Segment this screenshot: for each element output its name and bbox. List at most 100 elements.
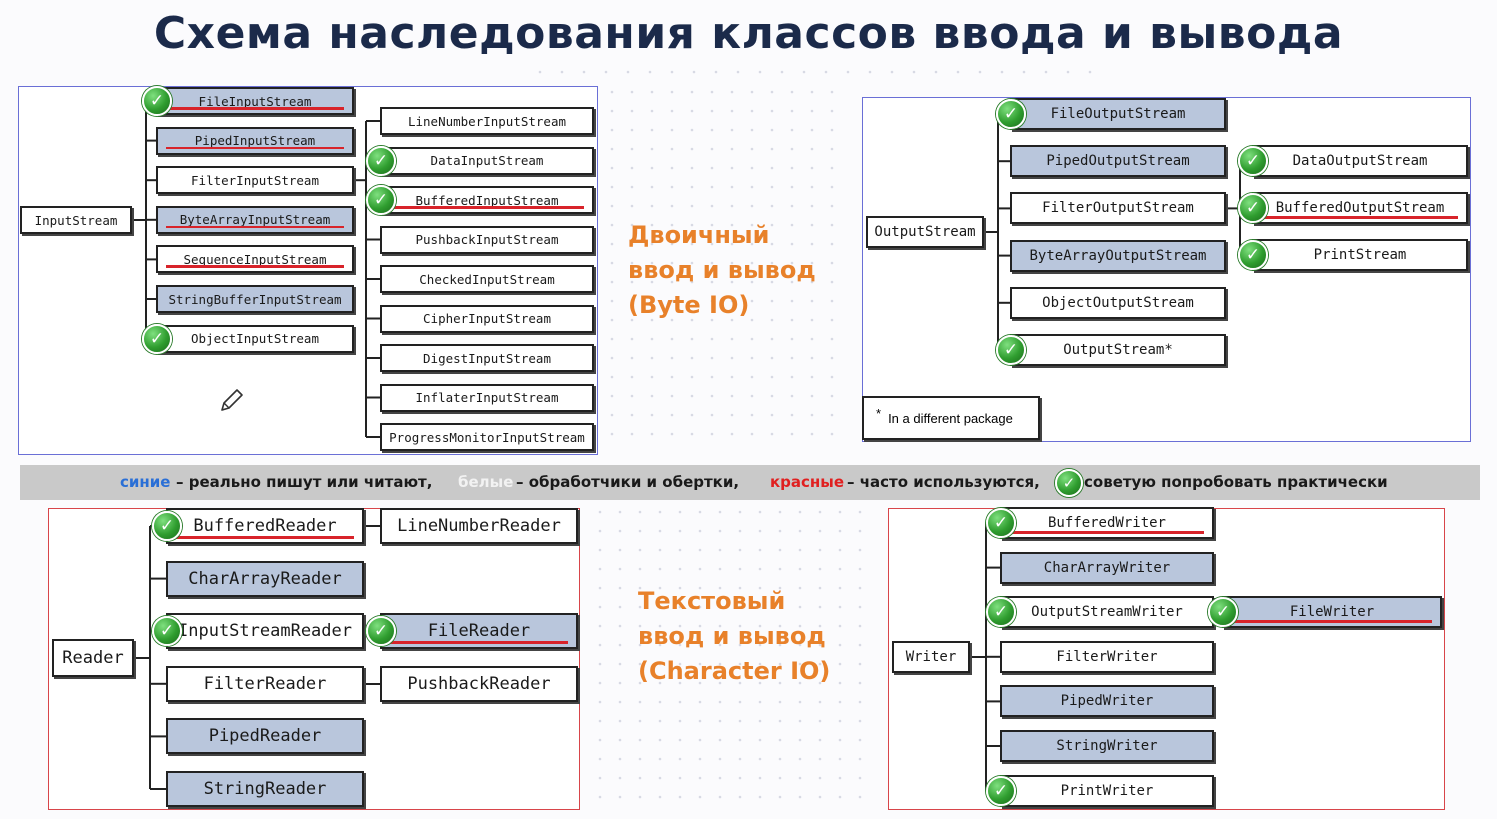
class-node-progress-monitor-input-stream: ProgressMonitorInputStream	[380, 423, 594, 451]
red-underline	[390, 641, 568, 644]
class-node-sequence-input-stream: SequenceInputStream	[156, 245, 354, 274]
class-name: ProgressMonitorInputStream	[389, 429, 585, 445]
class-node-piped-output-stream: PipedOutputStream	[1010, 145, 1226, 178]
class-node-file-reader: FileReader	[380, 613, 578, 649]
char-io-label: Текстовый ввод и вывод (Character IO)	[638, 584, 830, 689]
legend-blue-word: синие	[120, 473, 171, 491]
class-node-input-stream-reader: InputStreamReader	[166, 613, 364, 650]
red-underline	[166, 225, 344, 229]
class-name: StringWriter	[1056, 738, 1158, 754]
red-underline	[176, 536, 354, 539]
class-name: OutputStream*	[1063, 342, 1173, 358]
byte-io-label-line3: (Byte IO)	[628, 291, 750, 319]
class-node-buffered-input-stream: BufferedInputStream	[380, 186, 594, 214]
page-title: Схема наследования классов ввода и вывод…	[153, 8, 1344, 59]
legend-check-icon: ✓	[1055, 469, 1083, 497]
class-node-filter-reader: FilterReader	[166, 665, 364, 702]
check-icon: ✓	[986, 508, 1016, 538]
class-name: OutputStream	[874, 224, 976, 240]
red-underline	[166, 107, 344, 110]
class-name: InputStreamReader	[178, 621, 352, 642]
class-node-byte-array-input-stream: ByteArrayInputStream	[156, 205, 354, 234]
byte-io-label-line2: ввод и вывод	[628, 256, 816, 284]
class-node-buffered-writer: BufferedWriter	[1000, 507, 1214, 539]
class-name: InflaterInputStream	[415, 390, 559, 405]
class-node-char-array-reader: CharArrayReader	[166, 560, 364, 597]
class-name: PipedInputStream	[194, 133, 316, 149]
class-name: ObjectOutputStream	[1042, 294, 1194, 311]
note-text: In a different package	[888, 410, 1013, 426]
check-icon: ✓	[986, 775, 1016, 806]
class-name: ObjectInputStream	[191, 331, 319, 347]
class-node-file-input-stream: FileInputStream	[156, 87, 354, 115]
class-node-object-output-stream: ObjectOutputStream	[1010, 286, 1226, 319]
char-io-label-line2: ввод и вывод	[638, 622, 826, 650]
check-icon: ✓	[366, 616, 396, 646]
check-icon: ✓	[152, 511, 182, 541]
different-package-note: * In a different package	[862, 396, 1040, 440]
check-icon: ✓	[1208, 597, 1238, 628]
class-name: DataInputStream	[430, 153, 544, 168]
class-name: FileOutputStream	[1050, 106, 1186, 122]
class-name: BufferedInputStream	[415, 192, 559, 208]
class-node-piped-reader: PipedReader	[166, 718, 364, 755]
class-name: ByteArrayInputStream	[179, 212, 331, 228]
class-name: FileInputStream	[198, 93, 312, 109]
class-name: DataOutputStream	[1292, 153, 1428, 169]
class-node-checked-input-stream: CheckedInputStream	[380, 265, 594, 293]
class-node-pushback-reader: PushbackReader	[380, 666, 578, 702]
class-name: StringReader	[203, 779, 327, 799]
class-name: FilterInputStream	[191, 172, 319, 188]
class-node-reader-root: Reader	[52, 639, 134, 677]
check-icon: ✓	[142, 323, 172, 354]
class-name: LineNumberReader	[397, 516, 561, 536]
class-name: CipherInputStream	[423, 311, 551, 326]
class-name: FilterReader	[203, 673, 327, 694]
class-node-char-array-writer: CharArrayWriter	[1000, 551, 1214, 584]
class-name: PipedOutputStream	[1046, 153, 1190, 170]
class-node-filter-writer: FilterWriter	[1000, 640, 1214, 673]
class-name: LineNumberInputStream	[407, 113, 567, 129]
red-underline	[1232, 620, 1432, 623]
class-node-writer-root: Writer	[892, 641, 970, 673]
class-node-string-buffer-input-stream: StringBufferInputStream	[156, 285, 354, 313]
red-underline	[1262, 216, 1458, 219]
class-name: BufferedReader	[193, 516, 337, 536]
legend-white-text: – обработчики и обертки,	[516, 473, 740, 491]
check-icon: ✓	[366, 185, 396, 215]
class-node-inflater-input-stream: InflaterInputStream	[380, 383, 594, 412]
class-name: StringBufferInputStream	[168, 291, 342, 307]
byte-io-label-line1: Двоичный	[628, 221, 770, 249]
class-node-print-writer: PrintWriter	[1000, 774, 1214, 807]
class-name: BufferedOutputStream	[1275, 200, 1445, 216]
class-name: Writer	[905, 649, 957, 665]
class-node-string-writer: StringWriter	[1000, 730, 1214, 762]
class-name: ByteArrayOutputStream	[1029, 247, 1207, 264]
check-icon: ✓	[366, 145, 396, 176]
check-icon: ✓	[1238, 193, 1268, 223]
class-name: PushbackInputStream	[415, 232, 559, 247]
class-name: BufferedWriter	[1047, 515, 1166, 531]
red-underline	[166, 265, 344, 268]
byte-io-label: Двоичный ввод и вывод (Byte IO)	[628, 218, 816, 323]
note-star: *	[876, 405, 882, 421]
class-name: FileReader	[427, 621, 531, 641]
char-io-label-line1: Текстовый	[638, 587, 786, 615]
legend-red-text: – часто используются,	[847, 473, 1040, 491]
class-name: PushbackReader	[407, 674, 551, 694]
red-underline	[390, 206, 584, 209]
class-node-input-stream-root: InputStream	[20, 206, 132, 234]
class-node-data-input-stream: DataInputStream	[380, 146, 594, 175]
legend-red-word: красные	[770, 473, 845, 491]
red-underline	[166, 146, 344, 150]
class-name: CheckedInputStream	[419, 271, 555, 287]
legend-check-text: советую попробовать практически	[1084, 473, 1388, 491]
class-node-buffered-reader: BufferedReader	[166, 508, 364, 544]
class-node-print-stream: PrintStream	[1252, 239, 1468, 271]
check-icon: ✓	[986, 597, 1016, 628]
class-name: FilterOutputStream	[1042, 200, 1194, 217]
pencil-icon	[221, 389, 243, 411]
legend-bar: синие – реально пишут или читают, белые …	[20, 465, 1480, 500]
class-node-byte-array-output-stream: ByteArrayOutputStream	[1010, 239, 1226, 272]
class-name: PipedWriter	[1060, 693, 1154, 710]
